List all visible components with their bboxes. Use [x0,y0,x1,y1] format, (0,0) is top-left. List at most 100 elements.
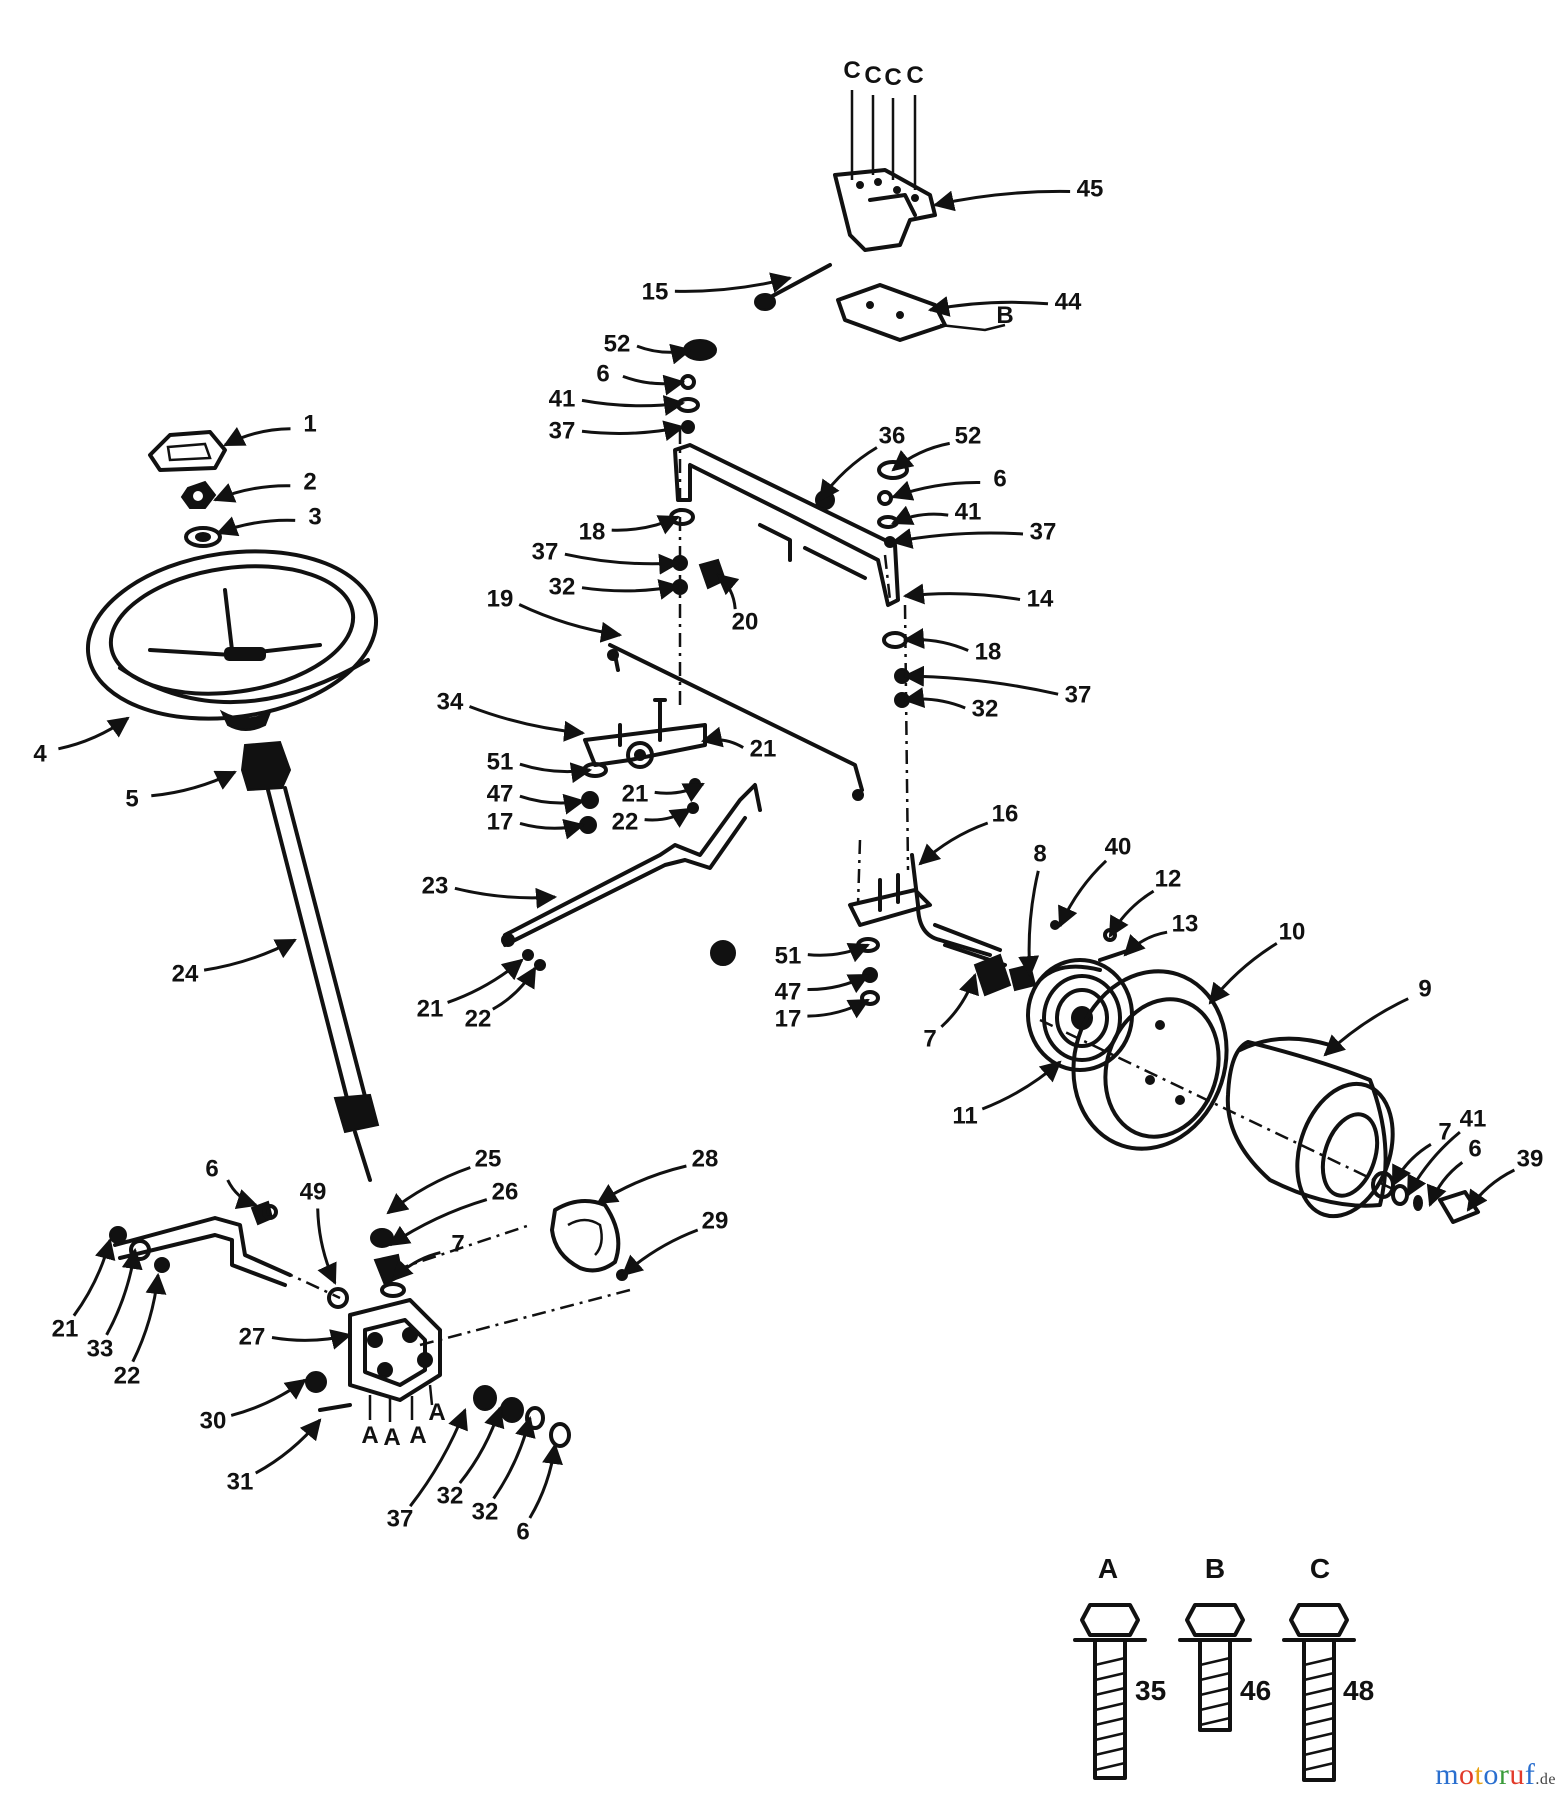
callout-22a: 22 [612,808,639,835]
callout-24: 24 [172,960,199,987]
callout-7a: 7 [923,1025,936,1052]
callout-19: 19 [487,585,514,612]
callout-32c: 32 [437,1482,464,1509]
leader-15 [674,272,793,293]
tie-rod-19 [607,643,864,801]
legend-number-b: 46 [1240,1675,1271,1706]
leader-18b [902,628,969,652]
gearbox-27 [348,1298,442,1422]
callout-52b: 52 [955,422,982,449]
leader-23 [454,886,558,909]
callout-6b: 6 [993,465,1006,492]
leader-1 [223,426,291,447]
callout-37c: 37 [532,538,559,565]
callout-17a: 17 [487,808,514,835]
callout-45: 45 [1077,175,1104,202]
callout-20: 20 [732,608,759,635]
leader-19 [518,603,623,643]
leader-20 [716,573,740,610]
callout-49: 49 [300,1178,327,1205]
leader-lines [58,189,1516,1519]
leader-37b [890,528,1024,549]
legend-letter-c: C [1310,1553,1330,1584]
leader-51b [807,942,870,963]
bracket-45 [833,90,937,252]
leader-47a [519,793,586,815]
watermark-letter: u [1509,1758,1525,1791]
callout-3: 3 [308,503,321,530]
leader-28 [596,1164,687,1205]
callout-30: 30 [200,1407,227,1434]
leader-8a [1018,870,1040,978]
callout-21a: 21 [750,735,777,762]
watermark-logo: motoruf.de [1435,1758,1556,1792]
leader-36 [818,446,878,502]
leader-32d [492,1415,536,1500]
pin-15 [754,263,832,311]
callout-22b: 22 [465,1005,492,1032]
callout-40: 40 [1105,833,1132,860]
callout-32a: 32 [549,573,576,600]
callout-14: 14 [1027,585,1054,612]
steering-washer [184,526,222,548]
leader-7c [1391,1143,1432,1187]
leader-6a [622,374,686,396]
callout-37a: 37 [549,417,576,444]
leader-52a [636,343,693,365]
callout-39: 39 [1517,1145,1544,1172]
leader-6d [1426,1161,1464,1207]
bushing-7 [973,953,1037,997]
callout-47b: 47 [775,978,802,1005]
leader-13 [1123,930,1168,957]
callout-44: 44 [1055,288,1082,315]
legend-letter-a: A [1098,1553,1118,1584]
leader-6b [891,480,981,501]
sector-gear-28 [550,1199,621,1273]
leader-41c [1406,1130,1461,1197]
leader-49 [316,1208,337,1285]
leader-41b [891,505,949,525]
callout-41c: 41 [1460,1105,1487,1132]
hardware-wheel [1371,1171,1480,1224]
leader-17b [807,998,870,1019]
steering-arm-34 [583,698,707,769]
callout-18a: 18 [579,518,606,545]
callout-28: 28 [692,1145,719,1172]
callout-16: 16 [992,800,1019,827]
callout-7b: 7 [451,1230,464,1257]
callout-5: 5 [125,785,138,812]
legend-bolt-b [1178,1603,1252,1732]
leader-6c [226,1179,258,1210]
callout-34: 34 [437,688,464,715]
steering-nut [180,480,217,509]
watermark-letter: o [1483,1758,1499,1791]
leader-51a [519,762,593,784]
spacer-20 [698,558,727,590]
watermark-letter: o [1459,1758,1475,1791]
callout-21c: 21 [417,995,444,1022]
callout-51a: 51 [487,748,514,775]
letter-c2: C [864,62,881,89]
callout-22c: 22 [114,1362,141,1389]
leader-34 [468,705,586,742]
leader-29 [621,1228,699,1277]
leader-33 [105,1247,143,1336]
callout-33: 33 [87,1335,114,1362]
leader-27 [271,1329,353,1350]
fitting-40 [1050,920,1060,930]
callout-51b: 51 [775,942,802,969]
leader-37c [564,552,681,575]
leader-4 [58,716,130,751]
wheel-rim-10 [1071,969,1229,1151]
pitman-arm [109,1216,292,1287]
leader-37a [581,420,686,442]
steering-bushing [240,740,292,792]
leader-26 [388,1198,488,1247]
callout-17b: 17 [775,1005,802,1032]
watermark-suffix: .de [1535,1771,1556,1788]
leader-52b [891,441,950,472]
leader-45 [932,189,1071,212]
callout-23: 23 [422,872,449,899]
leader-32a [581,579,681,600]
